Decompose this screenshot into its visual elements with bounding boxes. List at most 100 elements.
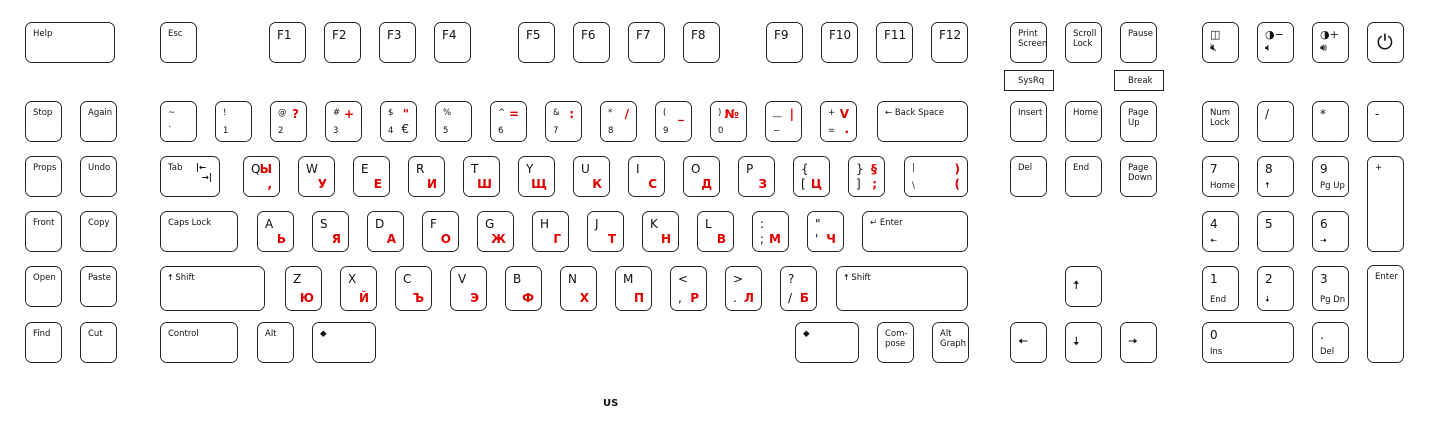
key-alt-graph[interactable]: Alt Graph [932, 322, 969, 363]
key-num-9[interactable]: (9_ [655, 101, 692, 142]
key-f11[interactable]: F11 [876, 22, 913, 63]
key-numpad-2[interactable]: 2🠇 [1257, 266, 1294, 311]
key-end[interactable]: End [1065, 156, 1102, 197]
key-help[interactable]: Help [25, 22, 115, 63]
key-qwerty-10[interactable]: {[Ц [793, 156, 830, 197]
key-f5[interactable]: F5 [518, 22, 555, 63]
key-open[interactable]: Open [25, 266, 62, 307]
key-numpad-plus[interactable]: + [1367, 156, 1404, 252]
key-tab[interactable]: Tab|← →| [160, 156, 220, 197]
key-cut[interactable]: Cut [80, 322, 117, 363]
key-stop[interactable]: Stop [25, 101, 62, 142]
key-f8[interactable]: F8 [683, 22, 720, 63]
key-f2[interactable]: F2 [324, 22, 361, 63]
key-copy[interactable]: Copy [80, 211, 117, 252]
key-num-5[interactable]: %5 [435, 101, 472, 142]
key-home-10[interactable]: "'Ч [807, 211, 844, 252]
key-arrow-down[interactable]: 🠇 [1065, 322, 1102, 363]
key-volume-down[interactable]: ◑−🔈︎ [1257, 22, 1294, 63]
key-caps-lock[interactable]: Caps Lock [160, 211, 238, 252]
key-pause[interactable]: Pause [1120, 22, 1157, 63]
key-numpad-5[interactable]: 5 [1257, 211, 1294, 252]
key-num-1[interactable]: !1 [215, 101, 252, 142]
key-meta-left[interactable]: ◆ [312, 322, 376, 363]
key-bottom-7[interactable]: <,Р [670, 266, 707, 311]
key-insert[interactable]: Insert [1010, 101, 1047, 142]
key-page-up[interactable]: Page Up [1120, 101, 1157, 142]
key-num-6[interactable]: ^6= [490, 101, 527, 142]
key-f3[interactable]: F3 [379, 22, 416, 63]
key-home-9[interactable]: :;М [752, 211, 789, 252]
key-f10[interactable]: F10 [821, 22, 858, 63]
key-paste[interactable]: Paste [80, 266, 117, 307]
key-control[interactable]: Control [160, 322, 238, 363]
key-sysrq[interactable]: SysRq [1004, 70, 1054, 91]
key-front[interactable]: Front [25, 211, 62, 252]
key-shift-right[interactable]: 🠅 Shift [836, 266, 968, 311]
key-backspace[interactable]: ← Back Space [877, 101, 968, 142]
key-num-7[interactable]: &7: [545, 101, 582, 142]
key-num-8[interactable]: *8/ [600, 101, 637, 142]
key-arrow-left[interactable]: 🠄 [1010, 322, 1047, 363]
key-again[interactable]: Again [80, 101, 117, 142]
key-meta-right[interactable]: ◆ [795, 322, 859, 363]
key-f6[interactable]: F6 [573, 22, 610, 63]
key-numpad-4[interactable]: 4🠄 [1202, 211, 1239, 252]
key-f4[interactable]: F4 [434, 22, 471, 63]
key-numpad-divide[interactable]: / [1257, 101, 1294, 142]
key-arrow-right[interactable]: 🠆 [1120, 322, 1157, 363]
key-num-11[interactable]: __−| [765, 101, 802, 142]
key-props[interactable]: Props [25, 156, 62, 197]
key-compose[interactable]: Com- pose [877, 322, 914, 363]
key-esc[interactable]: Esc [160, 22, 197, 63]
key-undo[interactable]: Undo [80, 156, 117, 197]
key-numpad-6[interactable]: 6🠆 [1312, 211, 1349, 252]
key-break[interactable]: Break [1114, 70, 1164, 91]
key-shift-left[interactable]: 🠅 Shift [160, 266, 265, 311]
key-find[interactable]: Find [25, 322, 62, 363]
key-alt[interactable]: Alt [257, 322, 294, 363]
key-f1[interactable]: F1 [269, 22, 306, 63]
key-home[interactable]: Home [1065, 101, 1102, 142]
key-page-down[interactable]: Page Down [1120, 156, 1157, 197]
key-num-12[interactable]: +=V. [820, 101, 857, 142]
key-arrow-up[interactable]: 🠅 [1065, 266, 1102, 307]
key-numpad-multiply[interactable]: * [1312, 101, 1349, 142]
key-bottom-9[interactable]: ?/Б [780, 266, 817, 311]
key-print-screen[interactable]: Print Screen [1010, 22, 1047, 63]
key-volume-up[interactable]: ◑+🔊︎ [1312, 22, 1349, 63]
key-numpad-minus[interactable]: - [1367, 101, 1404, 142]
key-scroll-lock[interactable]: Scroll Lock [1065, 22, 1102, 63]
key-numpad-8[interactable]: 8🠅 [1257, 156, 1294, 197]
key-num-3[interactable]: #3+ [325, 101, 362, 142]
key-numpad-.[interactable]: .Del [1312, 322, 1349, 363]
key-enter[interactable]: ↵ Enter [862, 211, 968, 252]
key-bottom-8[interactable]: >.Л [725, 266, 762, 311]
